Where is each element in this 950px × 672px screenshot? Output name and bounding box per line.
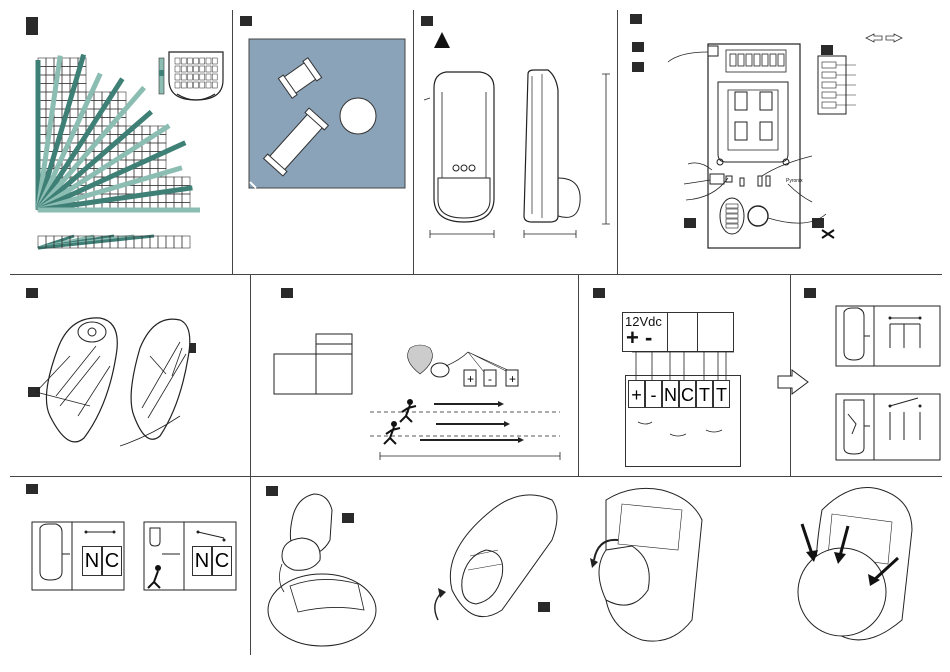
nc-box-2: N C (192, 546, 232, 576)
relay-state-diagram (834, 304, 942, 464)
nc-box-1: N C (82, 546, 122, 576)
warning-icon (434, 32, 450, 48)
nc-n-label-2: N (192, 546, 212, 576)
step-badge-1 (26, 17, 38, 35)
lens-detail-diagram (165, 50, 227, 104)
step-badge-9 (26, 484, 38, 494)
wiring-lines (622, 350, 812, 450)
step-badge-7 (593, 288, 605, 298)
pcb-diagram: Pyronix (640, 34, 940, 254)
assembly-steps-diagram (262, 480, 942, 660)
divider-v3 (617, 10, 618, 274)
polarity-label-3: + (509, 372, 516, 386)
divider-v1 (232, 10, 233, 274)
step-badge-2 (240, 16, 252, 26)
polarity-label-1: + (467, 372, 474, 386)
step-badge-8 (804, 288, 816, 298)
step-badge-3 (421, 16, 433, 26)
no-tool-icon (822, 230, 834, 238)
divider-v4 (250, 275, 251, 476)
nc-c-label: C (102, 546, 122, 576)
direction-arrows-icon (866, 34, 902, 42)
divider-v2 (413, 10, 414, 274)
arrow-right-icon (778, 370, 808, 394)
divider-h1 (10, 274, 942, 275)
brand-label: Pyronix (786, 178, 803, 184)
detector-dimension-diagram (420, 28, 616, 244)
supply-minus: - (645, 327, 652, 349)
divider-v7 (250, 477, 251, 655)
nc-c-label-2: C (212, 546, 232, 576)
divider-h2 (10, 476, 942, 477)
step-badge-4 (630, 14, 642, 24)
nc-n-label: N (82, 546, 102, 576)
room-plan-diagram (248, 38, 408, 190)
divider-v5 (578, 275, 579, 476)
power-supply-block: 12Vdc + - (622, 312, 734, 352)
supply-plus: + (626, 327, 639, 349)
walk-test-diagram: + - + (270, 330, 570, 468)
mounting-screws-diagram (30, 296, 230, 456)
step-badge-6 (281, 288, 293, 298)
polarity-label-2: - (488, 372, 492, 386)
